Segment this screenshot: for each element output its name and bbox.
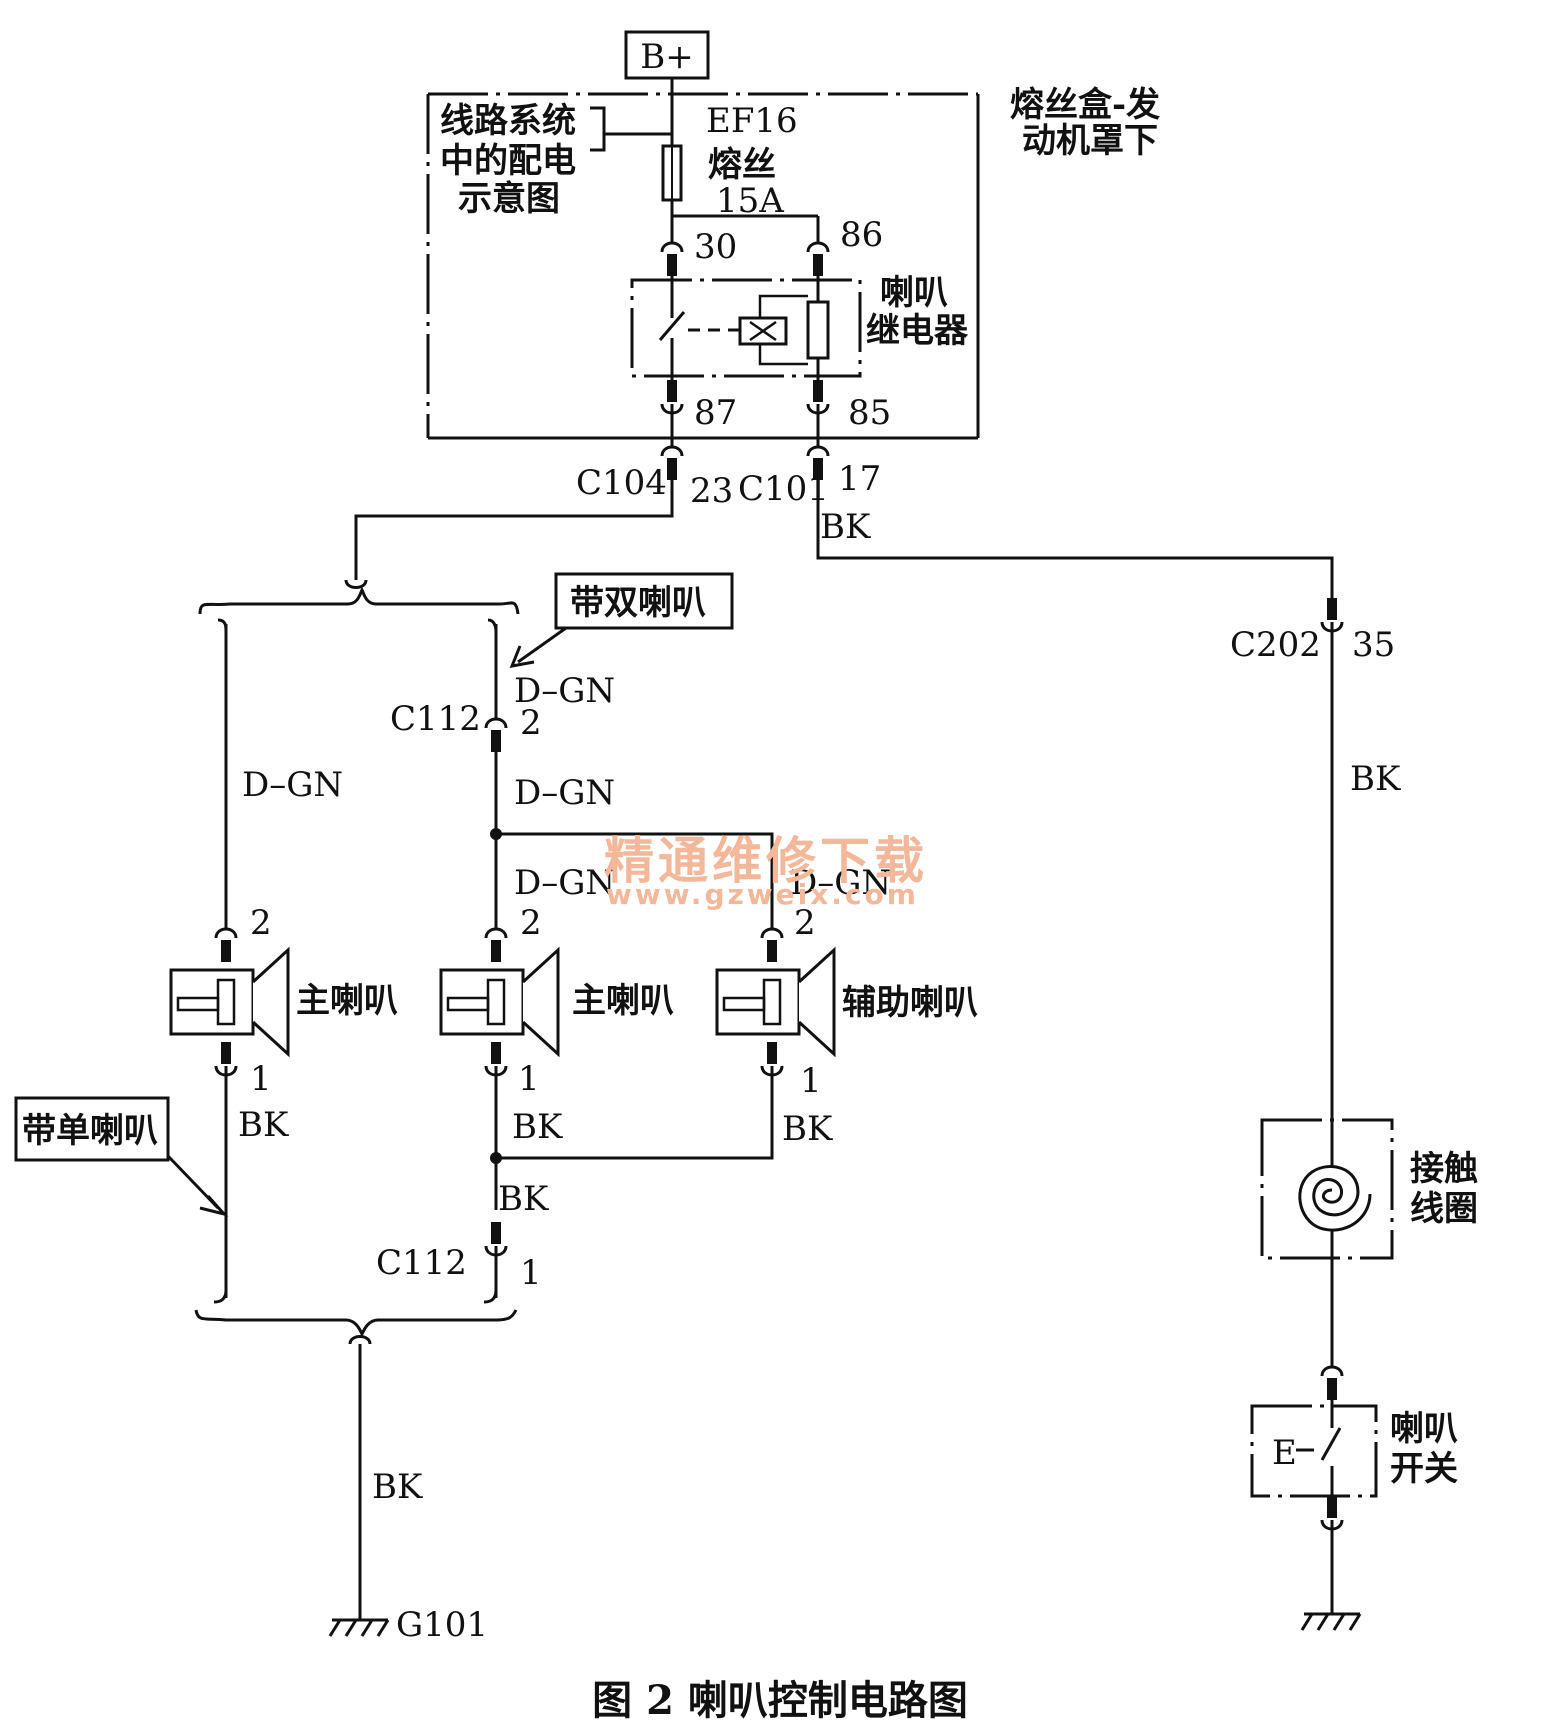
single-horn-pin-2: 2	[250, 903, 272, 943]
wire-bk-single: BK	[238, 1105, 289, 1145]
relay-pin-87: 87	[694, 393, 737, 433]
dual-main-horn	[439, 948, 560, 1056]
horn-switch-symbol: E	[1272, 1433, 1297, 1473]
fuse-name: 熔丝	[708, 145, 776, 185]
c112-top-label: C112	[390, 699, 481, 739]
power-dist-note-2: 中的配电	[440, 141, 576, 181]
clock-spring-label-1: 接触	[1410, 1149, 1478, 1189]
power-label: B+	[640, 37, 693, 77]
single-main-horn-label: 主喇叭	[296, 981, 398, 1021]
c202-label: C202	[1230, 625, 1321, 665]
c112-bottom-label: C112	[376, 1243, 467, 1283]
connector-c101: C101 17	[738, 445, 881, 509]
relay-name-1: 喇叭	[880, 273, 948, 313]
wire-bk-dual-main: BK	[512, 1107, 563, 1147]
power-distribution-note: 线路系统 中的配电 示意图	[440, 101, 672, 219]
wire-dgn-aux: D–GN	[790, 863, 891, 903]
c104-label: C104	[576, 463, 667, 503]
fuse-ef16: EF16 熔丝 15A	[661, 101, 798, 221]
horn-relay: 30 86 87 85 喇叭 继电器	[630, 215, 969, 433]
c112-top-pin: 2	[520, 703, 542, 743]
relay-pin-86: 86	[840, 215, 883, 255]
dual-horn-pin-1: 1	[518, 1059, 540, 1099]
relay-pin-85: 85	[848, 393, 891, 433]
horn-switch: E 喇叭 开关	[1250, 1365, 1458, 1531]
clock-spring: 接触 线圈	[1260, 1118, 1478, 1260]
horn-switch-label-1: 喇叭	[1390, 1409, 1458, 1449]
wire-dgn-dual-top: D–GN	[514, 671, 615, 711]
power-dist-note-3: 示意图	[458, 179, 560, 219]
wire-bk-c101: BK	[820, 507, 871, 547]
wire-dgn-single: D–GN	[242, 765, 343, 805]
relay-pin-30: 30	[694, 227, 737, 267]
c101-label: C101	[738, 469, 829, 509]
single-horn-tag: 带单喇叭	[22, 1111, 158, 1151]
c112-bottom-pin: 1	[520, 1253, 542, 1293]
single-horn-pin-1: 1	[250, 1059, 272, 1099]
wire-bk-junction: BK	[498, 1179, 549, 1219]
dual-main-horn-label: 主喇叭	[572, 981, 674, 1021]
wire-bk-ground: BK	[372, 1467, 423, 1507]
clock-spring-label-2: 线圈	[1410, 1189, 1478, 1229]
connector-c104: C104 23	[576, 445, 733, 511]
watermark: 精通维修下载 www.gzweix.com	[604, 832, 928, 911]
fuse-box: 熔丝盒-发 动机罩下	[426, 85, 1160, 440]
watermark-text: 精通维修下载	[604, 832, 928, 890]
fuse-rating: 15A	[716, 181, 784, 221]
aux-horn	[715, 948, 836, 1056]
switch-ground	[1300, 1612, 1362, 1632]
fuse-box-label-1: 熔丝盒-发	[1010, 85, 1160, 125]
single-horn-callout: 带单喇叭	[14, 1096, 229, 1217]
horn-switch-branch: C202 35 BK 接触 线圈 E 喇叭 开关	[1230, 596, 1478, 1632]
fuse-box-label-2: 动机罩下	[1022, 121, 1158, 161]
c101-pin: 17	[838, 459, 881, 499]
relay-name-2: 继电器	[866, 311, 969, 351]
c202-pin: 35	[1352, 625, 1395, 665]
wire-bk-c202: BK	[1350, 759, 1401, 799]
single-horn-branch: D–GN 2 主喇叭 1 BK	[169, 618, 398, 1304]
dual-horn-callout: 带双喇叭	[509, 572, 734, 668]
wire-dgn-dual-mid: D–GN	[514, 773, 615, 813]
figure-caption: 图 2 喇叭控制电路图	[592, 1677, 968, 1724]
dual-horn-branch: D–GN C112 2 D–GN D–GN D–GN 2 主喇叭 1 2 辅助喇…	[376, 618, 978, 1304]
fuse-id: EF16	[706, 101, 798, 141]
power-source: B+	[624, 30, 710, 80]
aux-horn-pin-2: 2	[794, 903, 816, 943]
ground-g101	[328, 1618, 390, 1638]
dual-horn-tag: 带双喇叭	[570, 583, 706, 623]
ground-label: G101	[396, 1605, 488, 1645]
horn-switch-label-2: 开关	[1390, 1449, 1458, 1489]
c104-pin: 23	[690, 471, 733, 511]
wire-dgn-dual-main: D–GN	[514, 863, 615, 903]
watermark-url: www.gzweix.com	[606, 878, 919, 911]
aux-horn-label: 辅助喇叭	[842, 983, 978, 1023]
single-main-horn	[169, 948, 290, 1056]
dual-horn-pin-2: 2	[520, 903, 542, 943]
power-dist-note-1: 线路系统	[440, 101, 576, 141]
aux-horn-pin-1: 1	[800, 1061, 822, 1101]
wire-bk-aux: BK	[782, 1109, 833, 1149]
